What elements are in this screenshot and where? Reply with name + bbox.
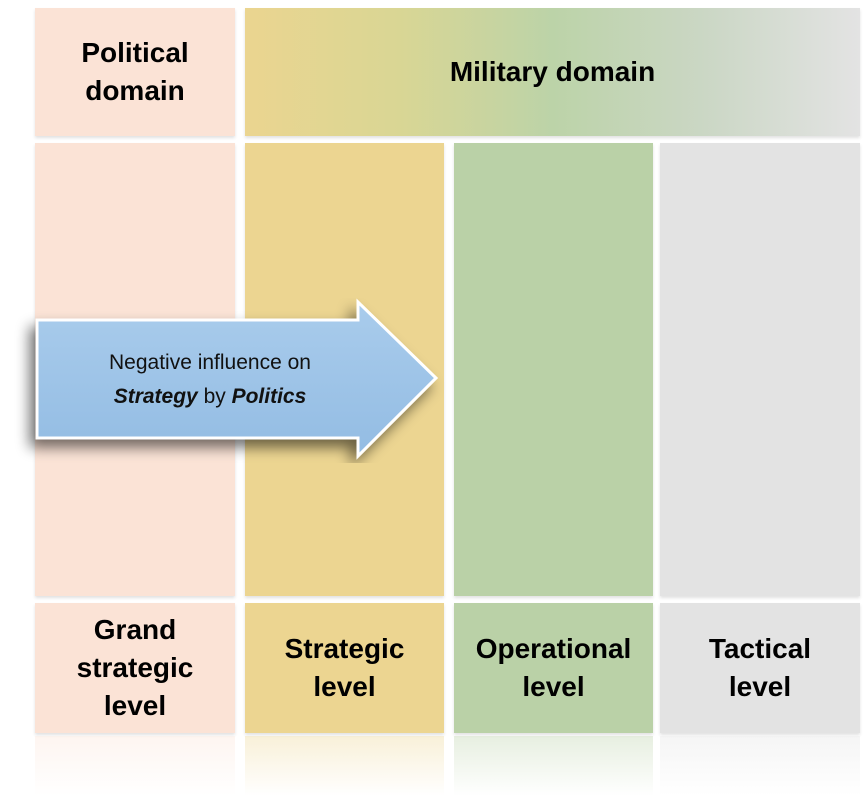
strategic-level-box: Strategic level <box>245 603 444 733</box>
tactical-column <box>660 143 860 596</box>
by-word: by <box>203 385 226 408</box>
grand-strategic-level-box: Grand strategic level <box>35 603 235 733</box>
strategy-word: Strategy <box>113 385 198 408</box>
political-domain-header: Political domain <box>35 8 235 136</box>
arrow-shape <box>35 298 439 460</box>
operational-level-label: Operational level <box>475 633 632 702</box>
tactical-level-label: Tactical level <box>708 633 812 702</box>
arrow-caption-line2: Strategy by Politics <box>40 380 380 414</box>
operational-column <box>454 143 653 596</box>
tactical-level-box: Tactical level <box>660 603 860 733</box>
grand-strategic-level-label: Grand strategic level <box>76 614 194 721</box>
military-domain-header: Military domain <box>245 8 860 136</box>
grand-strategic-reflection <box>35 736 235 796</box>
arrow-caption: Negative influence on Strategy by Politi… <box>40 346 380 414</box>
operational-level-box: Operational level <box>454 603 653 733</box>
strategic-reflection <box>245 736 444 796</box>
military-domain-label: Military domain <box>449 56 656 87</box>
arrow-caption-line1: Negative influence on <box>109 351 311 374</box>
influence-arrow: Negative influence on Strategy by Politi… <box>0 298 445 463</box>
political-domain-label: Political domain <box>81 37 189 106</box>
tactical-reflection <box>660 736 860 796</box>
operational-reflection <box>454 736 653 796</box>
politics-word: Politics <box>231 385 307 408</box>
strategic-level-label: Strategic level <box>284 633 405 702</box>
